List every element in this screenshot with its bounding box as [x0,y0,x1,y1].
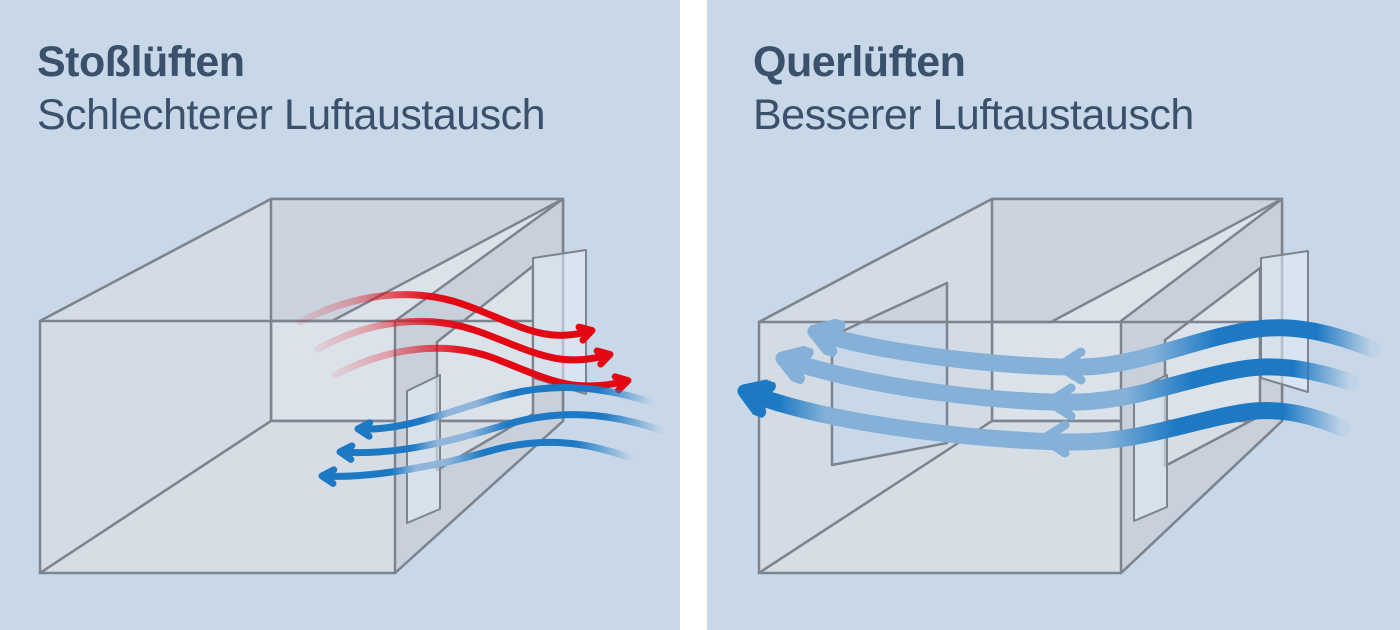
chevron-icon [1044,383,1076,421]
page-subtitle: Besserer Luftaustausch [753,91,1194,139]
panel-divider [680,0,707,630]
chevron-icon [1038,420,1070,458]
title-block-querlueften: Querlüften Besserer Luftaustausch [753,36,1194,142]
panel-querlueften [707,0,1400,630]
cross-air-arrow-1 [819,328,1381,376]
page-title: Stoßlüften [37,38,245,86]
panel-stosslueften [0,0,680,630]
warm-air-arrow-2 [314,317,614,368]
room-illustration-cross-ventilation [707,197,1381,575]
window-pane-inner [1133,374,1168,522]
room-illustration-single-window [38,197,664,575]
cool-air-arrow-3 [318,438,634,487]
cool-air-arrow-2 [336,411,664,463]
room-box [38,197,587,575]
cross-air-arrow-2 [787,360,1359,411]
mid-room-chevrons [1038,347,1086,458]
cross-air-arrow-3 [749,393,1351,451]
chevron-icon [1054,347,1086,385]
cool-air-arrow-1 [354,384,654,440]
page-subtitle: Schlechterer Luftaustausch [37,91,546,139]
cool-air-arrows [318,384,664,487]
room-box [757,197,1309,575]
window-pane-outer [532,249,587,395]
title-block-stosslueften: Stoßlüften Schlechterer Luftaustausch [37,36,546,142]
page-title: Querlüften [753,38,966,86]
cross-air-arrows [749,328,1381,451]
warm-air-arrow-1 [296,291,596,344]
